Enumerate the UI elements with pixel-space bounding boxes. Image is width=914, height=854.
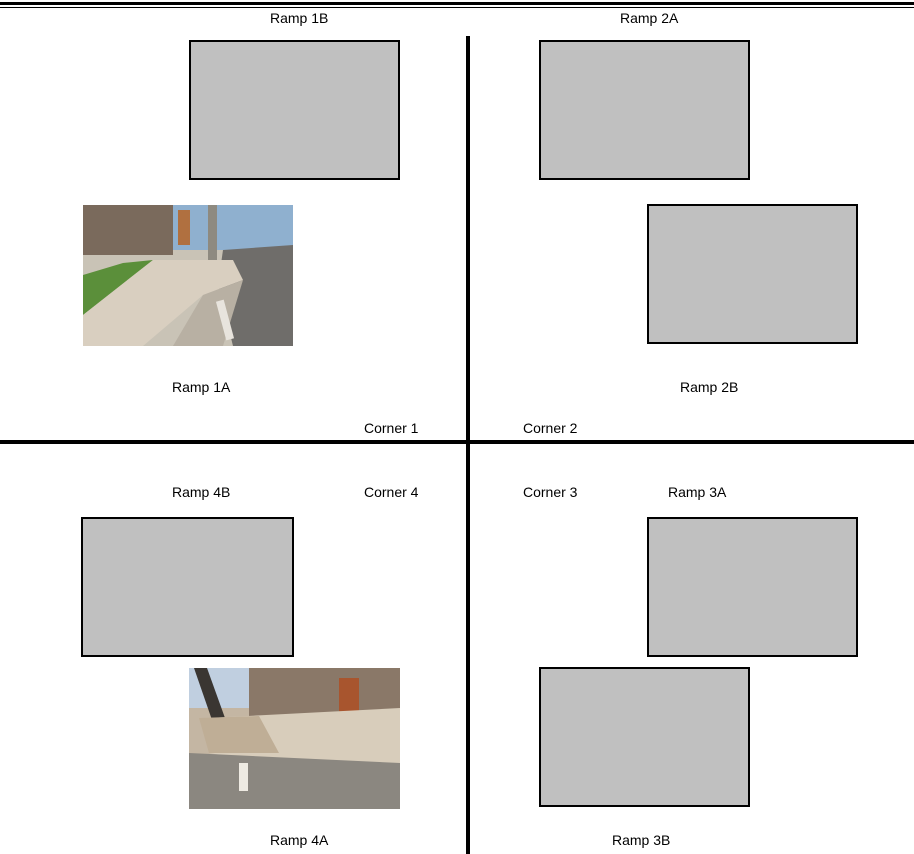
ramp-1a-photo <box>83 205 293 346</box>
ramp-1b-image-placeholder <box>189 40 400 180</box>
label-ramp-3b: Ramp 3B <box>612 832 670 848</box>
ramp-4b-image-placeholder <box>81 517 294 657</box>
label-corner-4: Corner 4 <box>364 484 418 500</box>
ramp-2a-image-placeholder <box>539 40 750 180</box>
label-ramp-4a: Ramp 4A <box>270 832 328 848</box>
ramp-4a-photo <box>189 668 400 809</box>
label-ramp-4b: Ramp 4B <box>172 484 230 500</box>
label-ramp-2a: Ramp 2A <box>620 10 678 26</box>
top-rule-thin <box>0 7 914 8</box>
label-ramp-1b: Ramp 1B <box>270 10 328 26</box>
horizontal-divider <box>0 440 914 444</box>
ramp-3b-image-placeholder <box>539 667 750 807</box>
label-ramp-2b: Ramp 2B <box>680 379 738 395</box>
label-ramp-3a: Ramp 3A <box>668 484 726 500</box>
sidewalk-curb-ramp-photo-icon <box>189 668 400 809</box>
sidewalk-curb-ramp-photo-icon <box>83 205 293 346</box>
label-corner-3: Corner 3 <box>523 484 577 500</box>
label-corner-2: Corner 2 <box>523 420 577 436</box>
label-ramp-1a: Ramp 1A <box>172 379 230 395</box>
label-corner-1: Corner 1 <box>364 420 418 436</box>
top-rule-thick <box>0 2 914 5</box>
ramp-2b-image-placeholder <box>647 204 858 344</box>
vertical-divider <box>466 36 470 854</box>
ramp-3a-image-placeholder <box>647 517 858 657</box>
